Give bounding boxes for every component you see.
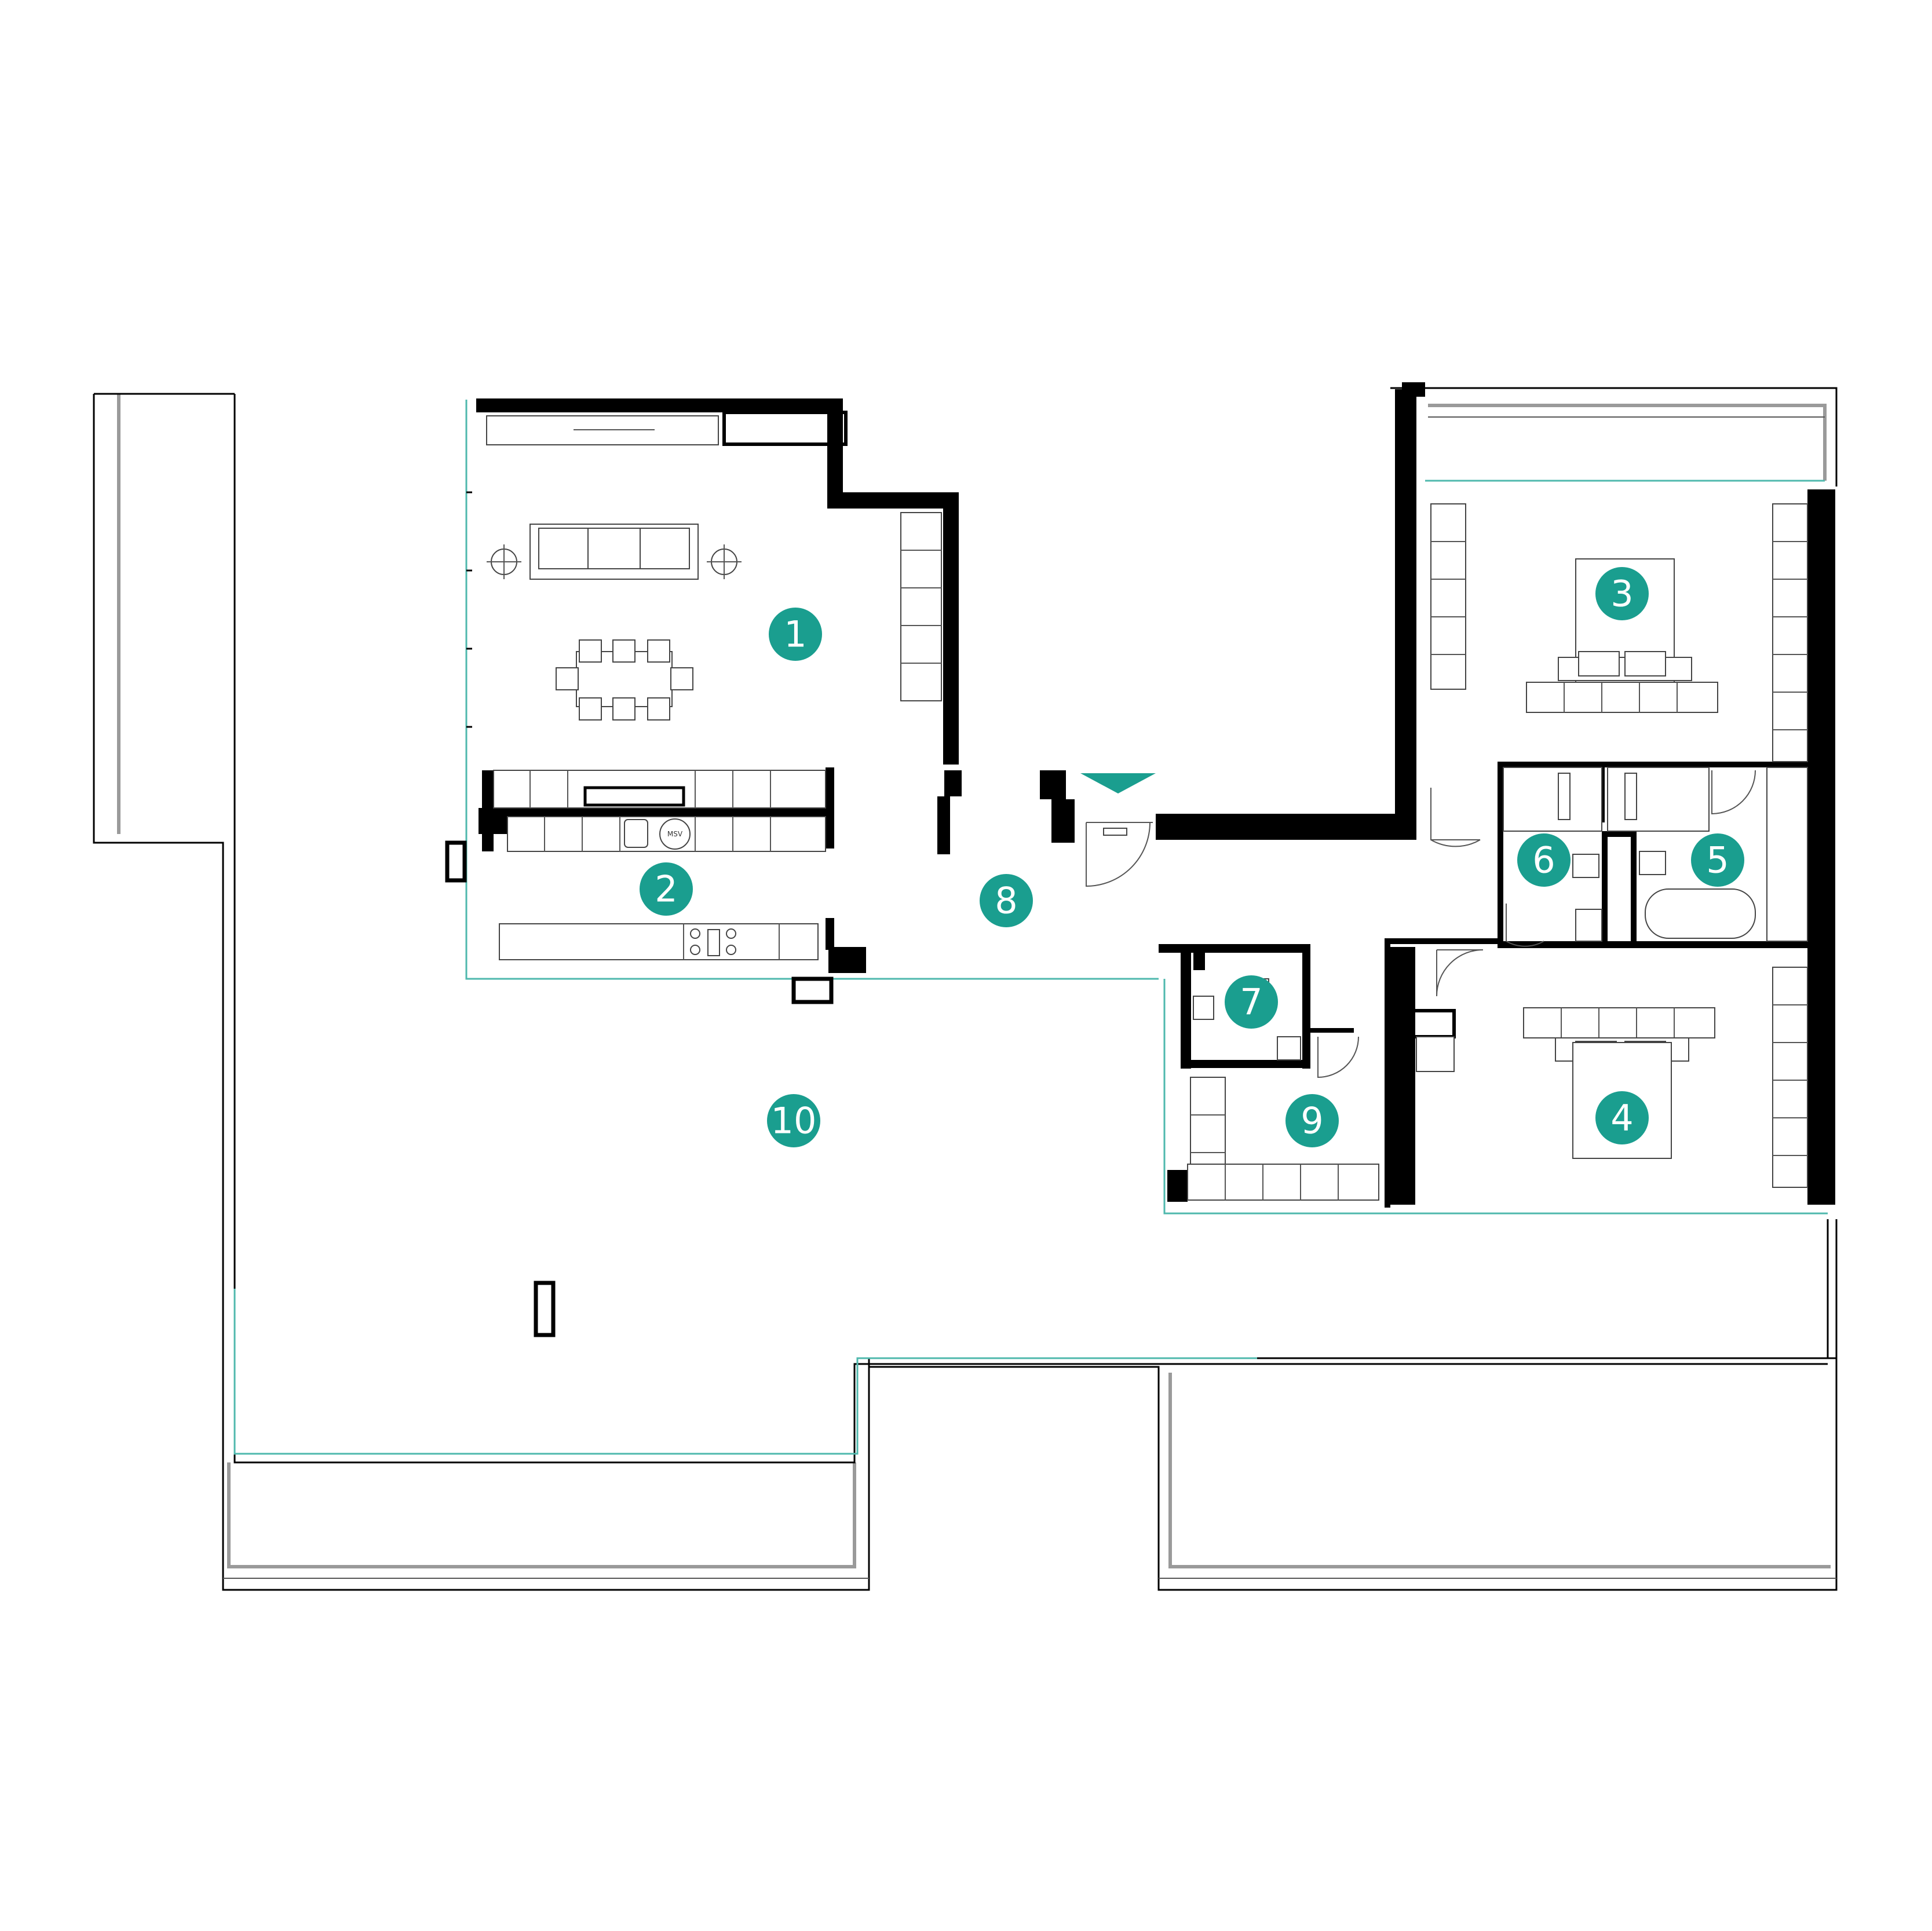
room-4-marker: 4 [1595, 1091, 1649, 1144]
walls [445, 382, 1835, 1337]
room-3-label: 3 [1610, 573, 1633, 615]
microwave-label: MSV [667, 830, 683, 838]
living-furniture [486, 415, 942, 721]
room-5-label: 5 [1706, 839, 1729, 882]
room-2-label: 2 [655, 868, 677, 910]
entrance-arrow-icon [1080, 773, 1156, 793]
room-5-marker: 5 [1691, 833, 1744, 887]
room-9-label: 9 [1301, 1100, 1323, 1142]
room-4-label: 4 [1610, 1097, 1633, 1139]
terrace-outline [93, 387, 1838, 1591]
room-7-marker: 7 [1225, 975, 1278, 1029]
room-1-label: 1 [784, 613, 806, 656]
bedroom-4-furniture [1416, 967, 1808, 1188]
kitchen-furniture: MSV [493, 770, 826, 960]
room-9-marker: 9 [1285, 1094, 1339, 1147]
room-8-label: 8 [995, 880, 1017, 922]
room-8-marker: 8 [980, 874, 1033, 927]
bathroom-furniture [1436, 767, 1808, 997]
glazing [233, 400, 1828, 1455]
room-10-marker: 10 [767, 1094, 820, 1147]
room-10-label: 10 [771, 1100, 817, 1142]
room-6-marker: 6 [1517, 833, 1571, 887]
room-7-label: 7 [1240, 981, 1262, 1023]
wc-furniture [1187, 978, 1379, 1201]
room-2-marker: 2 [640, 862, 693, 916]
room-1-marker: 1 [769, 608, 822, 661]
room-3-marker: 3 [1595, 567, 1649, 620]
room-6-label: 6 [1532, 839, 1555, 882]
entry [1080, 773, 1156, 887]
bedroom-3-furniture [1430, 503, 1808, 847]
